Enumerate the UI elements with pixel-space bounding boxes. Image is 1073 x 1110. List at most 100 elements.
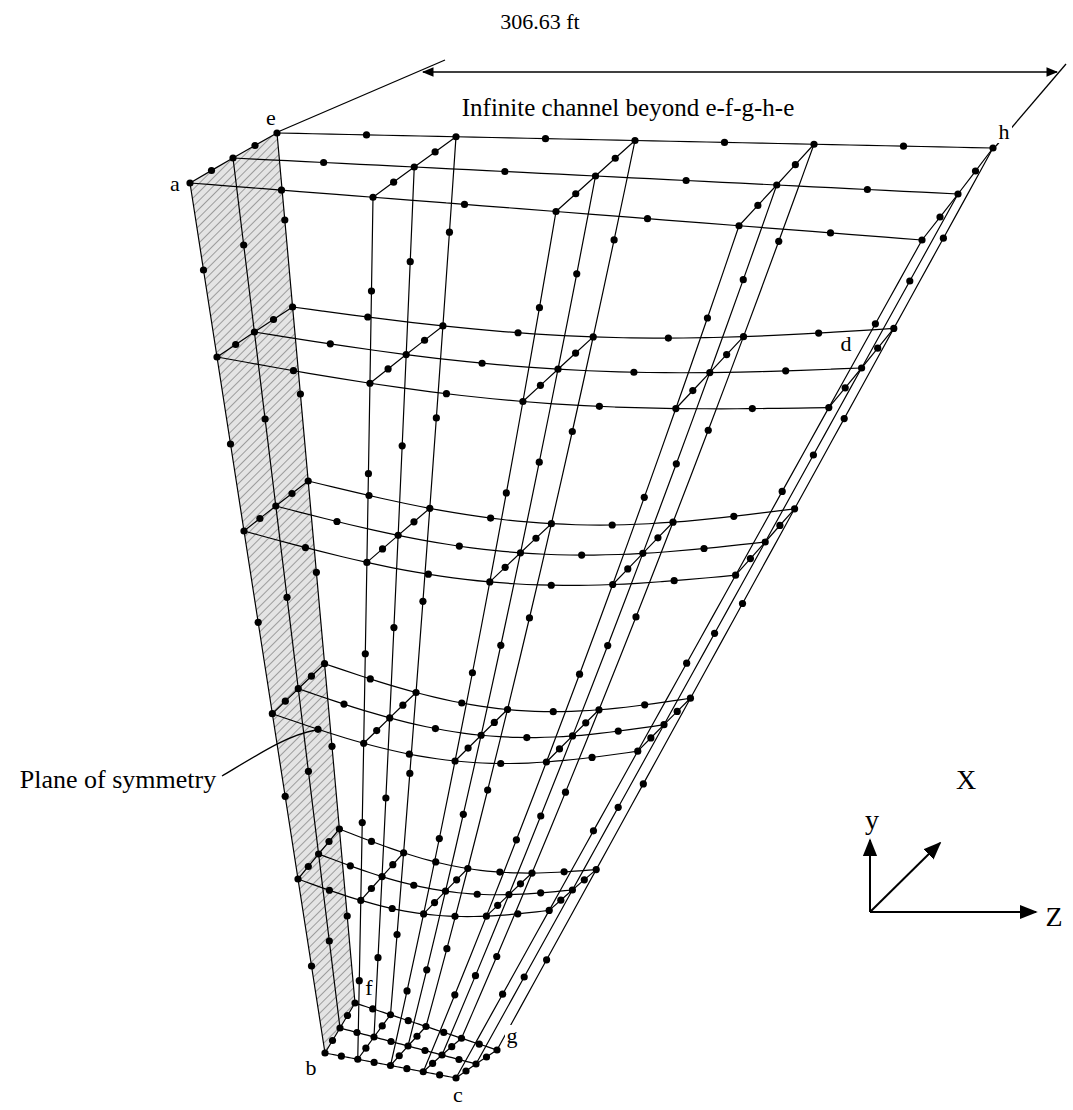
mesh-node-dot — [740, 276, 747, 283]
note-label: Infinite channel beyond e-f-g-h-e — [460, 95, 796, 120]
mesh-node-dot — [442, 888, 449, 895]
mesh-node-dot — [305, 477, 312, 484]
mesh-node-dot — [484, 786, 491, 793]
mesh-line — [358, 197, 373, 1059]
mesh-node-dot — [615, 804, 622, 811]
extension-line — [280, 60, 445, 131]
mesh-node-dot — [609, 581, 616, 588]
mesh-line — [358, 1015, 391, 1060]
mesh-line — [423, 226, 739, 1072]
mesh-node-dot — [421, 337, 428, 344]
mesh-node-dot — [308, 673, 315, 680]
mesh-node-dot — [305, 863, 312, 870]
mesh-node-dot — [810, 451, 817, 458]
mesh-line — [367, 508, 430, 562]
mesh-line — [276, 506, 765, 555]
mesh-node-dot — [453, 876, 460, 883]
mesh-node-dot — [604, 642, 611, 649]
mesh-node-dot — [362, 650, 369, 657]
mesh-node-dot — [436, 835, 443, 842]
mesh-line — [613, 522, 673, 584]
mesh-line — [364, 693, 416, 744]
mesh-node-dot — [390, 624, 397, 631]
mesh-node-dot — [493, 953, 500, 960]
mesh-node-dot — [353, 1029, 360, 1036]
mesh-line — [497, 148, 993, 1050]
mesh-node-dot — [354, 1056, 361, 1063]
mesh-node-dot — [683, 177, 690, 184]
mesh-node-dot — [517, 880, 524, 887]
mesh-node-dot — [749, 405, 756, 412]
mesh-line — [829, 328, 894, 407]
mesh-node-dot — [517, 549, 524, 556]
mesh-line — [277, 133, 993, 148]
mesh-node-dot — [740, 333, 747, 340]
mesh-node-dot — [989, 144, 996, 151]
mesh-node-dot — [294, 875, 301, 882]
mesh-node-dot — [425, 571, 432, 578]
axis-label: y — [863, 806, 881, 834]
mesh-node-dot — [389, 905, 396, 912]
mesh-node-dot — [595, 706, 602, 713]
mesh-line — [676, 337, 744, 409]
mesh-node-dot — [403, 1065, 410, 1072]
leader-line — [222, 730, 316, 776]
mesh-node-dot — [631, 137, 638, 144]
mesh-node-dot — [792, 161, 799, 168]
mesh-node-dot — [452, 133, 459, 140]
mesh-node-dot — [706, 369, 713, 376]
mesh-node-dot — [297, 390, 304, 397]
mesh-node-dot — [186, 179, 193, 186]
mesh-node-dot — [240, 241, 247, 248]
mesh-node-dot — [639, 550, 646, 557]
mesh-node-dot — [451, 913, 458, 920]
mesh-node-dot — [213, 353, 220, 360]
mesh-node-dot — [660, 721, 667, 728]
mesh-node-dot — [773, 181, 780, 188]
mesh-node-dot — [386, 714, 393, 721]
mesh-line — [424, 869, 468, 914]
mesh-node-dot — [336, 825, 343, 832]
mesh-node-dot — [302, 544, 309, 551]
mesh-node-dot — [347, 862, 354, 869]
mesh-node-dot — [251, 142, 258, 149]
mesh-node-dot — [569, 428, 576, 435]
mesh-node-dot — [864, 186, 871, 193]
mesh-node-dot — [365, 492, 372, 499]
mesh-node-dot — [455, 1056, 462, 1063]
mesh-node-dot — [200, 266, 207, 273]
mesh-node-dot — [273, 129, 280, 136]
mesh-node-dot — [779, 488, 786, 495]
axis-arrow — [869, 840, 871, 912]
mesh-node-dot — [687, 695, 694, 702]
mesh-line — [490, 524, 552, 582]
mesh-line — [423, 1038, 461, 1072]
mesh-line — [523, 337, 593, 402]
mesh-node-dot — [479, 360, 486, 367]
mesh-node-dot — [593, 866, 600, 873]
mesh-node-dot — [900, 143, 907, 150]
mesh-line — [361, 853, 404, 901]
mesh-node-dot — [501, 168, 508, 175]
mesh-line — [244, 531, 736, 585]
mesh-line — [325, 1003, 355, 1053]
mesh-line — [272, 714, 637, 764]
mesh-node-dot — [269, 710, 276, 717]
mesh-node-dot — [368, 885, 375, 892]
mesh-node-dot — [669, 519, 676, 526]
mesh-node-dot — [278, 187, 285, 194]
mesh-line — [556, 141, 635, 212]
mesh-node-dot — [497, 642, 504, 649]
mesh-node-dot — [487, 514, 494, 521]
mesh-node-dot — [407, 258, 414, 265]
mesh-node-dot — [329, 1037, 336, 1044]
mesh-line — [373, 137, 456, 198]
mesh-node-dot — [208, 167, 215, 174]
mesh-node-dot — [689, 387, 696, 394]
mesh-node-dot — [365, 470, 372, 477]
mesh-node-dot — [569, 886, 576, 893]
axis-label: X — [954, 766, 978, 794]
mesh-node-dot — [486, 578, 493, 585]
point-label: f — [363, 977, 374, 999]
mesh-line — [277, 133, 355, 1003]
